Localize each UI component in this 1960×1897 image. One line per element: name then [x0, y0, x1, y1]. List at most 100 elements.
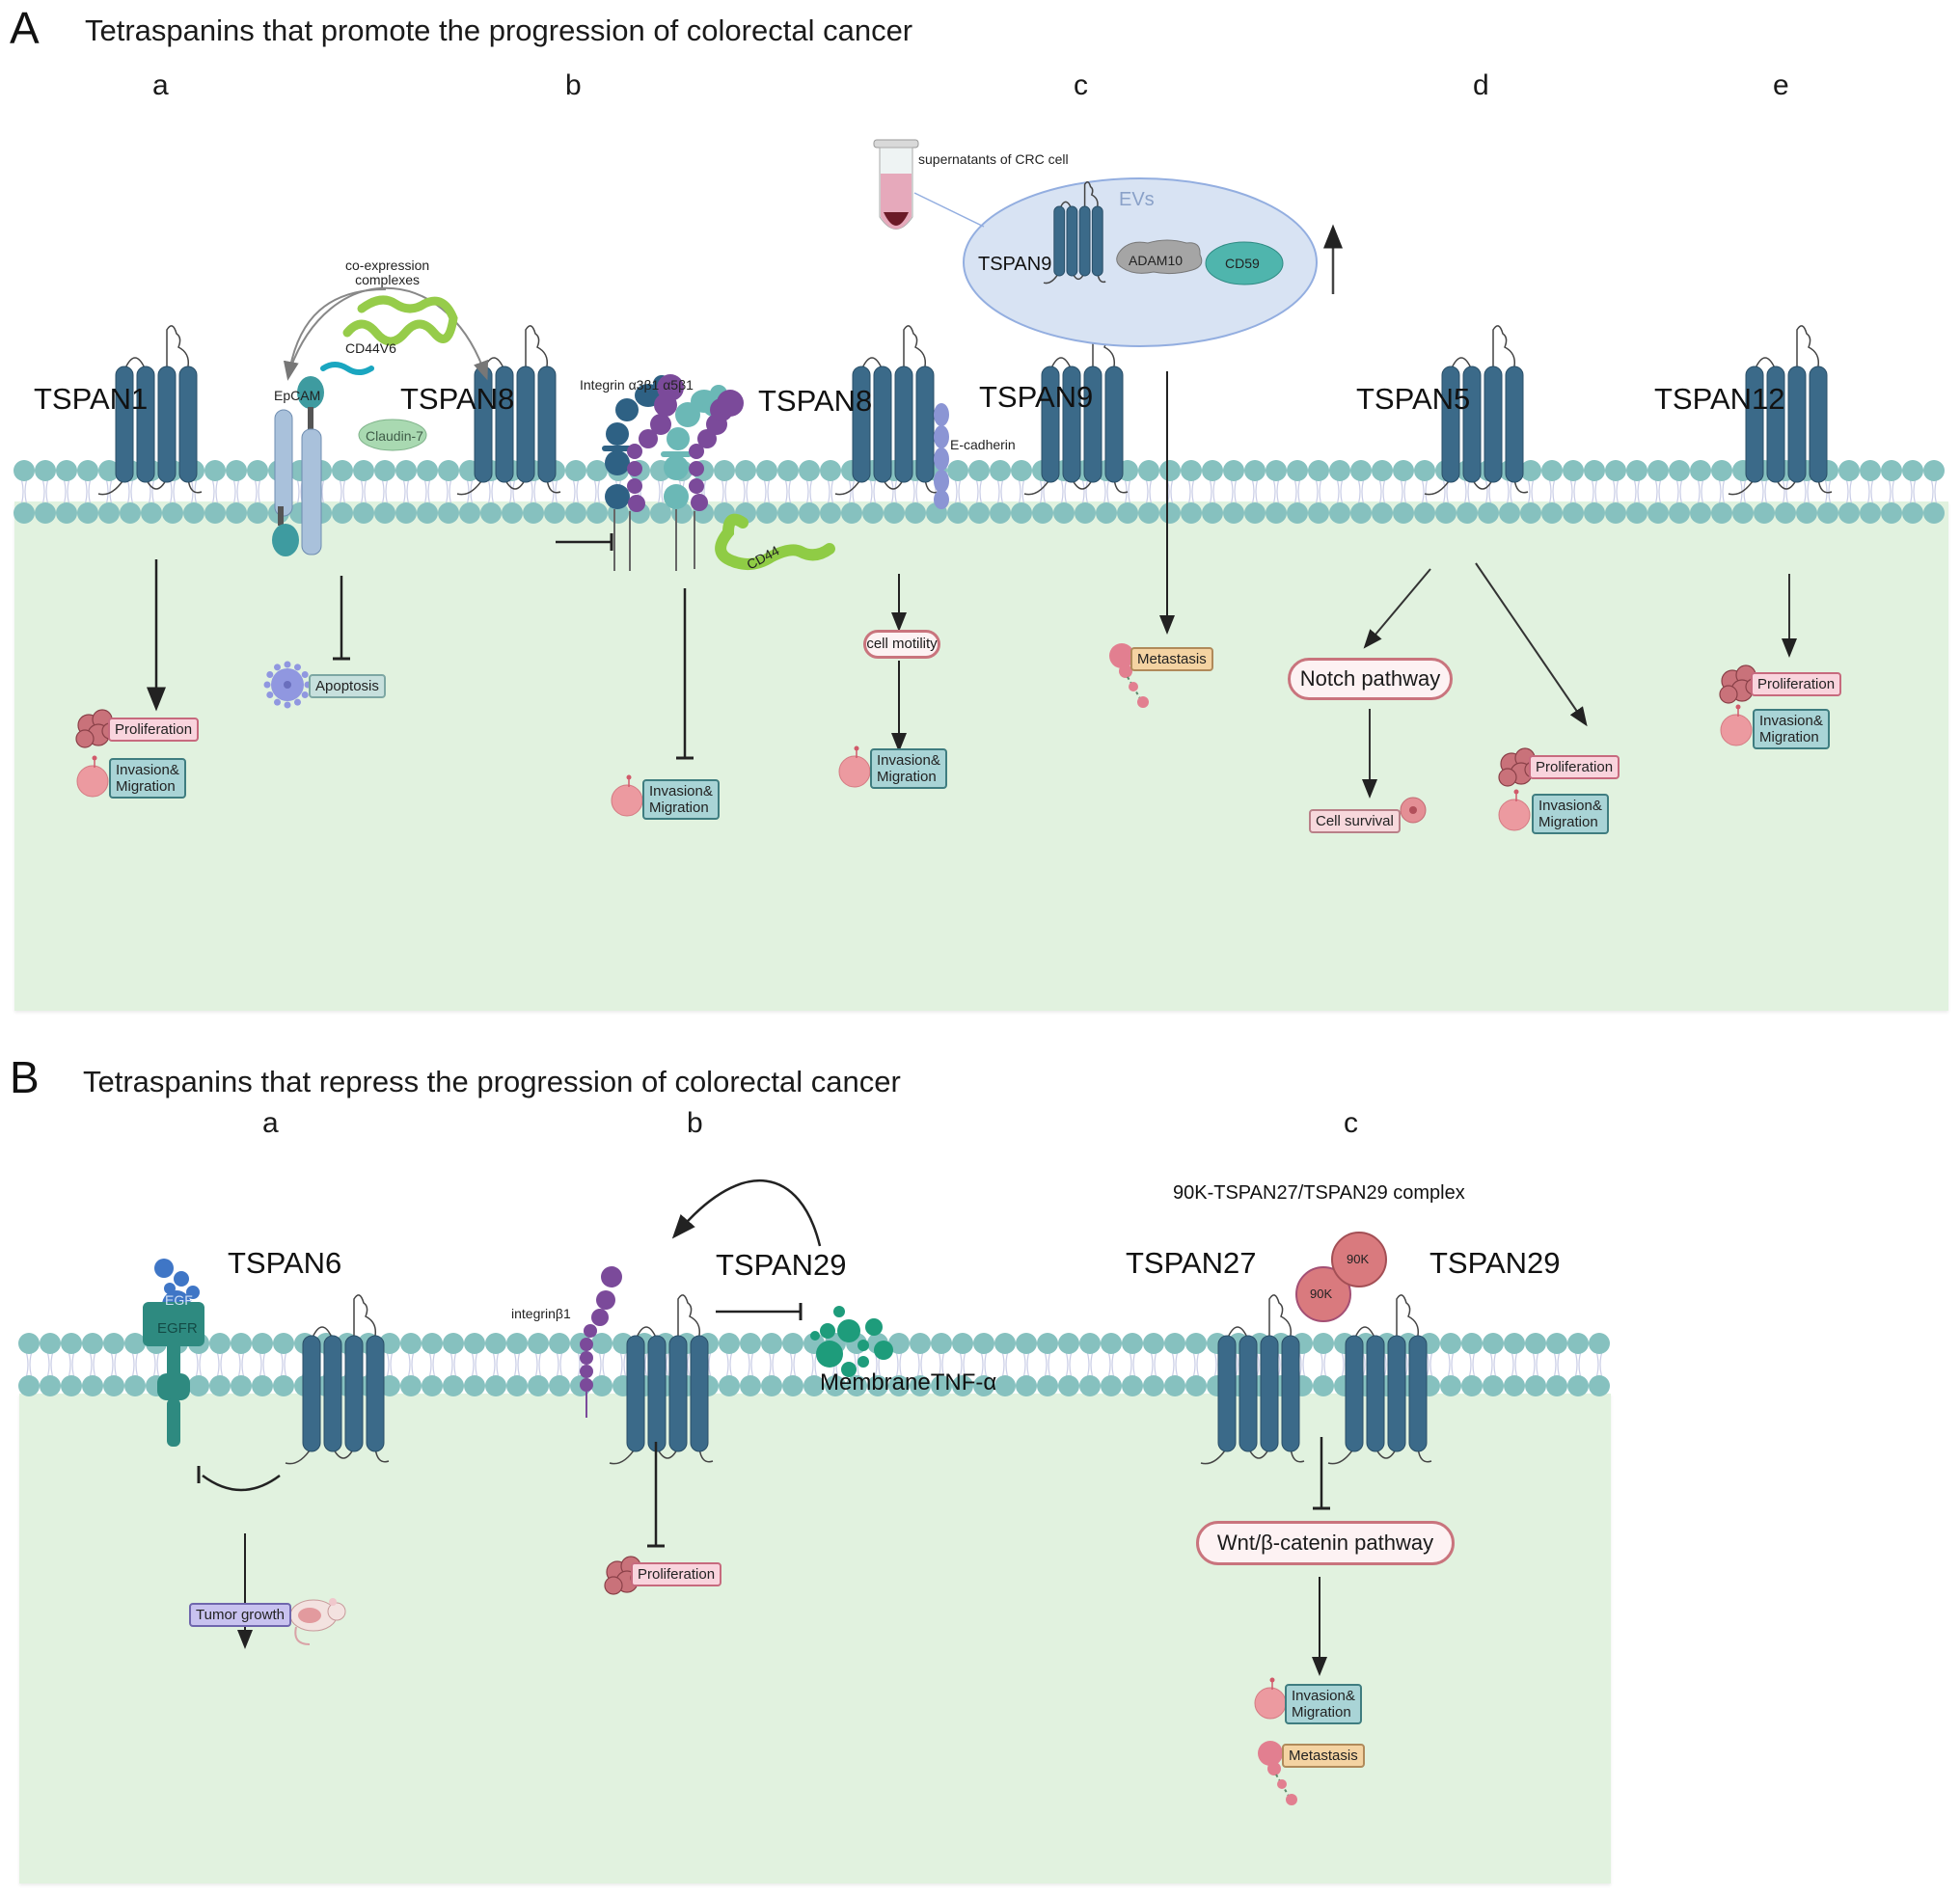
lipid-head — [528, 1333, 549, 1354]
lipid-head — [968, 460, 990, 481]
lipid-head — [825, 1375, 846, 1396]
lipid-head — [1016, 1333, 1037, 1354]
lipid-head — [952, 1333, 973, 1354]
lipid-head — [1058, 1333, 1079, 1354]
lipid-head — [82, 1375, 103, 1396]
lipid-head — [1589, 1375, 1610, 1396]
lipid-head — [82, 1333, 103, 1354]
lipid-head — [400, 1333, 422, 1354]
lipid-head — [1626, 502, 1647, 524]
survival-cell-icon — [1400, 797, 1427, 824]
lipid-head — [719, 1375, 740, 1396]
mouse-icon — [289, 1598, 346, 1645]
90k-label-upper: 90K — [1347, 1252, 1370, 1266]
invasion-cell-icon — [1498, 789, 1531, 831]
lipid-head — [1011, 460, 1032, 481]
lipid-head — [803, 1375, 825, 1396]
lipid-head — [884, 502, 905, 524]
invasion-cell-icon — [838, 745, 871, 788]
transmembrane-helix — [873, 366, 892, 483]
lipid-head — [973, 1333, 994, 1354]
cell — [1719, 685, 1738, 704]
transmembrane-helix — [1462, 366, 1482, 483]
lipid-head — [1159, 502, 1181, 524]
lipid-head — [910, 1333, 931, 1354]
apoptosis-cell-icon — [263, 661, 312, 709]
transmembrane-helix — [1809, 366, 1828, 483]
lipid-head — [162, 502, 183, 524]
lipid-head — [888, 1375, 910, 1396]
lipid-head — [931, 1375, 952, 1396]
lipid-head — [1266, 502, 1287, 524]
panel-b-sub-a: a — [262, 1107, 279, 1139]
invasion-migration-tag: Invasion& Migration — [642, 779, 720, 820]
arrow-tspan5-to-proliferation — [1475, 562, 1588, 727]
lipid-head — [1393, 502, 1414, 524]
lipid-head — [1414, 502, 1435, 524]
lipid-head — [226, 502, 247, 524]
lipid-head — [1520, 502, 1541, 524]
apoptotic-bleb — [266, 691, 274, 698]
lipid-head — [841, 502, 862, 524]
tspan1-protein — [97, 325, 203, 496]
apoptotic-bleb — [263, 681, 271, 689]
tspan12-protein — [1728, 325, 1833, 496]
lipid-head — [1122, 1375, 1143, 1396]
panel-a-sub-d: d — [1473, 69, 1489, 101]
lipid-head — [1541, 502, 1563, 524]
lipid-head — [1016, 1375, 1037, 1396]
tspan6-protein — [285, 1294, 390, 1465]
transmembrane-helix — [690, 1335, 709, 1452]
lipid-head — [952, 1375, 973, 1396]
lipid-head — [1079, 1375, 1101, 1396]
lipid-head — [1244, 502, 1266, 524]
lipid-head — [480, 502, 502, 524]
lipid-head — [1499, 502, 1520, 524]
lipid-head — [1461, 1375, 1483, 1396]
cell — [1129, 682, 1138, 691]
lipid-head — [1860, 460, 1881, 481]
tspan29-complex-protein — [1327, 1294, 1432, 1465]
lipid-head — [1483, 1333, 1504, 1354]
metastasis-cell-icon — [1258, 1741, 1297, 1805]
cell — [1498, 799, 1531, 831]
large-extracellular-loop — [525, 325, 549, 367]
lipid-head — [1504, 1333, 1525, 1354]
transmembrane-helix — [1239, 1335, 1258, 1452]
wnt-pathway-pill: Wnt/β-catenin pathway — [1196, 1521, 1455, 1565]
apoptotic-nucleus — [284, 681, 291, 689]
lipid-head — [252, 1333, 273, 1354]
cd44v6-tail — [320, 362, 374, 375]
lipid-head — [591, 1375, 612, 1396]
transmembrane-helix — [647, 1335, 667, 1452]
adam10-label: ADAM10 — [1129, 253, 1184, 268]
proliferation-tag: Proliferation — [1529, 755, 1620, 779]
lipid-head — [14, 460, 35, 481]
cd44-squiggle — [715, 513, 835, 571]
lipid-head — [549, 1333, 570, 1354]
lipid-head — [735, 460, 756, 481]
lipid-head — [1546, 1375, 1567, 1396]
transmembrane-helix — [115, 366, 134, 483]
mouse-tail — [294, 1626, 311, 1645]
lipid-head — [740, 1333, 761, 1354]
lipid-head — [650, 502, 671, 524]
lipid-head — [443, 1375, 464, 1396]
apoptotic-bleb — [294, 698, 301, 706]
lipid-head — [1711, 502, 1732, 524]
lipid-head — [1605, 460, 1626, 481]
lipid-head — [56, 460, 77, 481]
tspan9-protein — [1023, 325, 1129, 496]
lipid-head — [1690, 502, 1711, 524]
lipid-head — [209, 1375, 231, 1396]
lipid-head — [799, 460, 820, 481]
apoptotic-bleb — [274, 664, 281, 671]
lipid-head — [761, 1375, 782, 1396]
tspan29-protein — [609, 1294, 714, 1465]
lipid-head — [247, 460, 268, 481]
lipid-head — [1164, 1375, 1185, 1396]
panel-a-sub-a: a — [152, 69, 169, 101]
transmembrane-helix — [136, 366, 155, 483]
lipid-head — [226, 460, 247, 481]
lipid-head — [528, 1375, 549, 1396]
